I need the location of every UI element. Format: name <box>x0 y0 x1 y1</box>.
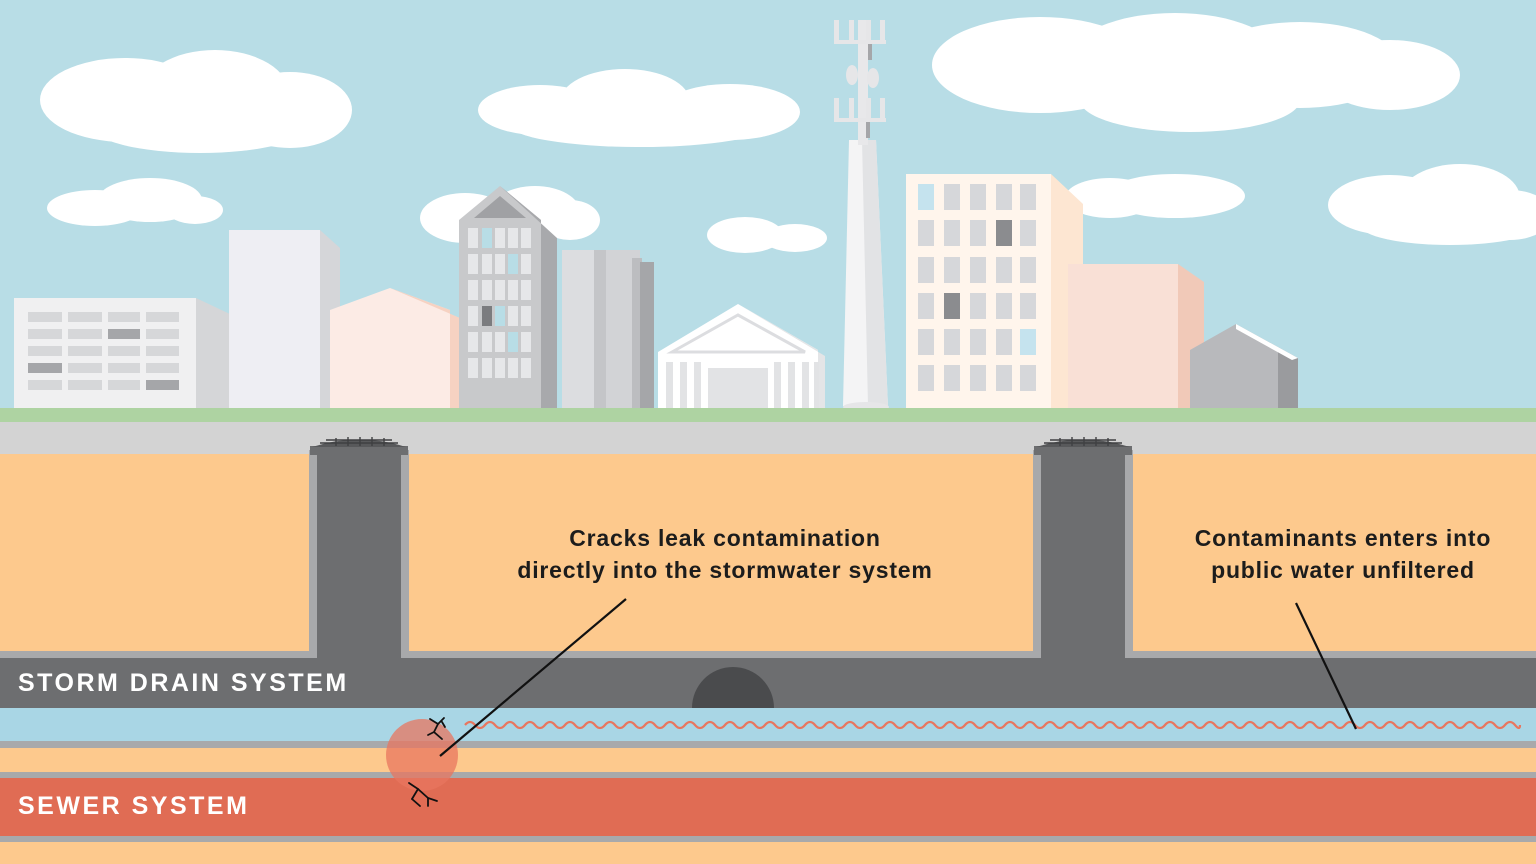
road-surface <box>0 422 1536 454</box>
crack-highlight <box>386 719 458 791</box>
cloud <box>40 50 352 153</box>
cracks-annotation-line-1: Cracks leak contamination <box>569 525 881 551</box>
building-office-left <box>14 298 232 410</box>
storm-drain-label: STORM DRAIN SYSTEM <box>18 669 349 697</box>
cloud <box>1328 164 1536 245</box>
storm-drain-pipe <box>0 648 1536 711</box>
cloud <box>1065 174 1245 218</box>
cracks-leader-line <box>439 598 627 757</box>
pipe-divider <box>0 741 1536 748</box>
building-tower-box <box>229 230 340 410</box>
sewer-label: SEWER SYSTEM <box>18 792 250 820</box>
cracks-annotation: Cracks leak contamination directly into … <box>470 522 980 586</box>
building-pavilion <box>658 304 825 410</box>
building-gray-house <box>1190 324 1298 410</box>
cell-tower <box>834 20 889 412</box>
cloud <box>707 217 827 253</box>
building-peach <box>1068 264 1204 410</box>
contaminants-annotation: Contaminants enters into public water un… <box>1160 522 1526 586</box>
contaminants-leader-line <box>1295 602 1357 730</box>
grass-strip <box>0 408 1536 422</box>
sewer-pipe <box>0 772 1536 842</box>
storm-drain-grate <box>310 437 408 455</box>
storm-shafts <box>309 450 1133 664</box>
cloud <box>478 69 800 147</box>
building-apartment <box>906 174 1083 410</box>
building-pink-house <box>330 288 460 410</box>
cloud <box>47 178 223 226</box>
skyline <box>14 20 1298 412</box>
clouds <box>40 13 1536 253</box>
building-gray-tower <box>459 186 557 410</box>
storm-drain-grate <box>1034 437 1132 455</box>
contaminants-annotation-line-2: public water unfiltered <box>1211 557 1475 583</box>
contaminants-annotation-line-1: Contaminants enters into <box>1194 525 1492 551</box>
crack-icon <box>408 717 446 807</box>
cloud <box>932 13 1460 132</box>
building-silos <box>562 250 654 410</box>
soil-gap <box>0 748 1536 772</box>
contamination-wave <box>464 720 1522 730</box>
water-layer <box>0 708 1536 742</box>
cracks-annotation-line-2: directly into the stormwater system <box>517 557 933 583</box>
